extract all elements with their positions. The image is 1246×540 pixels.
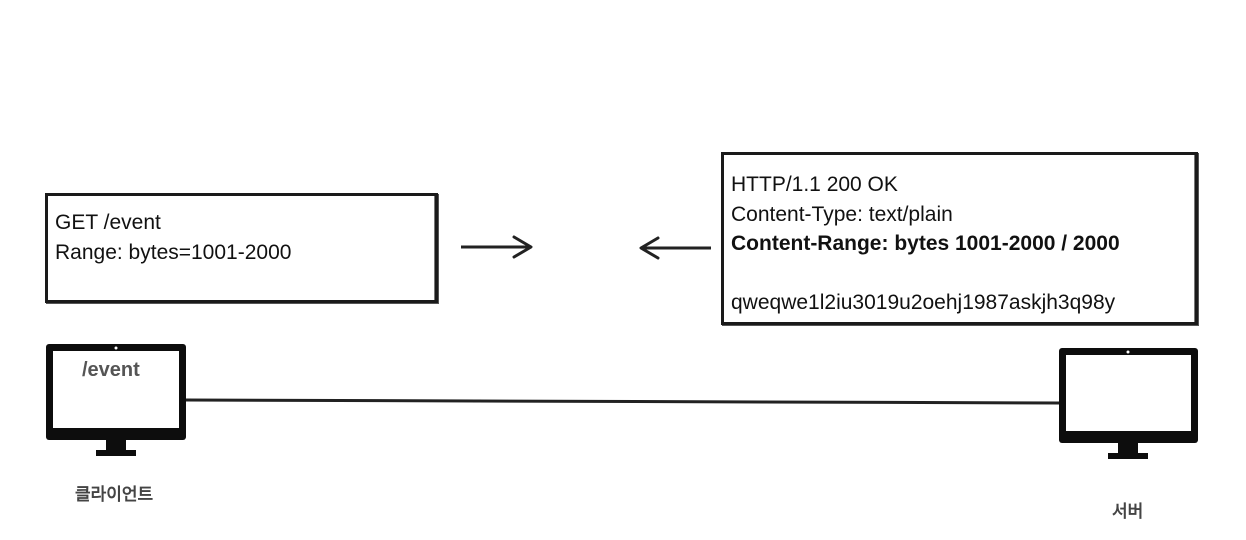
client-monitor-icon xyxy=(46,344,186,456)
content-type-header: Content-Type: text/plain xyxy=(731,202,953,226)
request-line: GET /event xyxy=(55,211,161,234)
request-arrow xyxy=(461,235,533,259)
content-range-header: Content-Range: bytes 1001-2000 / 2000 xyxy=(731,232,1120,255)
client-screen-url: /event xyxy=(82,359,140,381)
server-monitor-icon xyxy=(1059,348,1198,459)
request-message-box: GET /event Range: bytes=1001-2000 xyxy=(45,193,438,303)
header-body-separator xyxy=(731,259,1195,289)
response-body: qweqwe1l2iu3019u2oehj1987askjh3q98y xyxy=(731,291,1116,314)
status-line: HTTP/1.1 200 OK xyxy=(731,173,898,196)
response-message-box: HTTP/1.1 200 OK Content-Type: text/plain… xyxy=(721,152,1198,325)
response-arrow xyxy=(639,236,711,260)
network-line xyxy=(185,398,1061,405)
server-label: 서버 xyxy=(1112,502,1144,521)
client-label: 클라이언트 xyxy=(75,485,154,504)
range-header: Range: bytes=1001-2000 xyxy=(55,240,292,264)
